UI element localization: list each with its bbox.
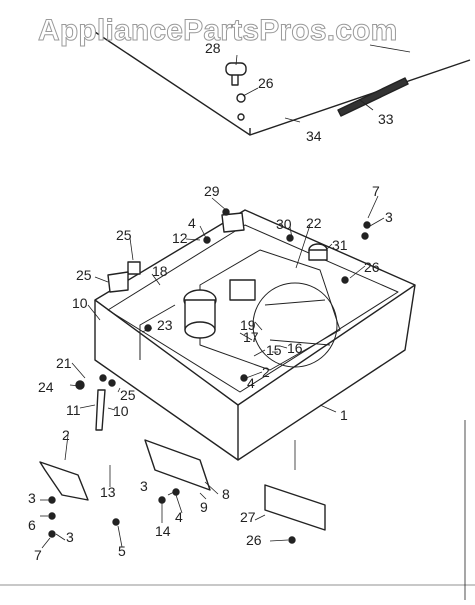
callout-label: 11 <box>66 402 81 418</box>
callout-label: 21 <box>56 355 72 371</box>
callout-label: 25 <box>116 227 132 243</box>
callout-label: 3 <box>140 478 148 494</box>
callout-label: 10 <box>72 295 88 311</box>
motor-part <box>183 279 256 339</box>
callout-label: 2 <box>262 364 270 380</box>
callout-label: 14 <box>155 523 171 539</box>
leg-part <box>95 389 106 431</box>
callout-labels: 28 26 33 34 29 7 4 3 22 30 25 12 31 26 1… <box>28 40 394 563</box>
washer-part <box>237 113 245 121</box>
callout-label: 17 <box>243 329 259 345</box>
callout-label: 4 <box>175 509 183 525</box>
callout-label: 10 <box>113 403 129 419</box>
callout-label: 8 <box>222 486 230 502</box>
callout-label: 12 <box>172 230 188 246</box>
side-bracket <box>39 461 89 501</box>
callout-label: 31 <box>332 237 348 253</box>
callout-label: 27 <box>240 509 256 525</box>
callout-label: 29 <box>204 183 220 199</box>
valve-part <box>107 271 129 293</box>
bushing-part <box>308 243 328 261</box>
callout-label: 5 <box>118 543 126 559</box>
callout-label: 18 <box>152 263 168 279</box>
knob-part <box>225 62 247 86</box>
callout-label: 16 <box>287 340 303 356</box>
callout-label: 4 <box>188 215 196 231</box>
callout-label: 13 <box>100 484 116 500</box>
bracket-part <box>221 212 245 233</box>
callout-label: 4 <box>247 375 255 391</box>
callout-label: 24 <box>38 379 54 395</box>
callout-label: 6 <box>28 517 36 533</box>
callout-label: 9 <box>200 499 208 515</box>
rail-part <box>264 484 326 531</box>
callout-label: 26 <box>246 532 262 548</box>
callout-label: 19 <box>240 317 256 333</box>
callout-label: 23 <box>157 317 173 333</box>
callout-label: 28 <box>205 40 221 56</box>
callout-label: 15 <box>266 342 282 358</box>
screw-part <box>236 93 246 103</box>
callout-label: 26 <box>258 75 274 91</box>
strip <box>337 77 409 117</box>
callout-label: 7 <box>372 183 380 199</box>
watermark: AppliancePartsPros.com <box>38 14 398 48</box>
clip-part <box>127 261 141 275</box>
callout-label: 2 <box>62 427 70 443</box>
callout-label: 34 <box>306 128 322 144</box>
callout-label: 33 <box>378 111 394 127</box>
callout-label: 25 <box>76 267 92 283</box>
callout-label: 3 <box>66 529 74 545</box>
callout-label: 25 <box>120 387 136 403</box>
callout-label: 3 <box>385 209 393 225</box>
callout-label: 3 <box>28 490 36 506</box>
fasteners <box>48 208 371 544</box>
callout-label: 7 <box>34 547 42 563</box>
callout-label: 1 <box>340 407 348 423</box>
callout-label: 26 <box>364 259 380 275</box>
mount-plate <box>144 439 211 491</box>
callout-label: 22 <box>306 215 322 231</box>
callout-label: 30 <box>276 216 292 232</box>
